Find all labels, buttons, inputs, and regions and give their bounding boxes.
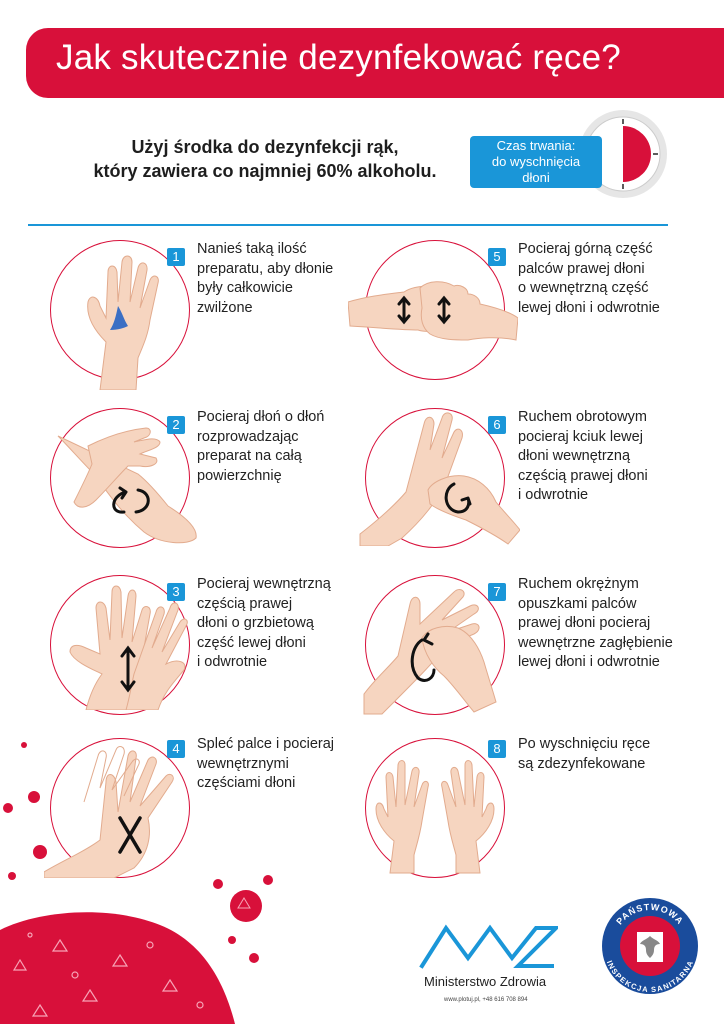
step-5-text: Pocieraj górną część palców prawej dłoni…	[518, 240, 708, 318]
step-2-number: 2	[167, 416, 185, 434]
step-4-number: 4	[167, 740, 185, 758]
step-6-line: pocieraj kciuk lewej	[518, 428, 643, 445]
step-1-line: Nanieś taką ilość	[197, 241, 307, 257]
step-8-illustration	[375, 760, 495, 874]
intro-line-1: Użyj środka do dezynfekcji rąk,	[131, 137, 399, 157]
step-4-line: częściami dłoni	[197, 775, 296, 791]
step-3-illustration	[69, 585, 188, 710]
step-6-line: dłoni wewnętrzną	[518, 448, 631, 464]
step-6-line: częścią prawej dłoni	[518, 467, 648, 484]
title-banner: Jak skutecznie dezynfekować ręce?	[26, 28, 724, 98]
sanitary-inspection-seal: PAŃSTWOWA INSPEKCJA SANITARNA	[602, 898, 698, 994]
page-title: Jak skutecznie dezynfekować ręce?	[56, 38, 621, 77]
step-1-line: były całkowicie	[197, 280, 293, 296]
step-8-line: są zdezynfekowane	[518, 755, 646, 772]
step-1-number: 1	[167, 248, 185, 266]
step-5-line: palców prawej dłoni	[518, 260, 645, 277]
step-3-line: część lewej dłoni	[197, 634, 306, 651]
step-6-text: Ruchem obrotowym pocieraj kciuk lewej dł…	[518, 408, 708, 506]
step-7-line: opuszkami palców	[518, 595, 637, 612]
step-5-number: 5	[488, 248, 506, 266]
intro-line-2: który zawiera co najmniej 60% alkoholu.	[93, 161, 437, 181]
step-6-line: Ruchem obrotowym	[518, 409, 647, 425]
step-6-number: 6	[488, 416, 506, 434]
step-7-line: Ruchem okrężnym	[518, 576, 639, 592]
step-1-illustration	[87, 255, 159, 390]
step-7-line: prawej dłoni pocieraj	[518, 615, 651, 631]
step-5-line: o wewnętrzną część	[518, 280, 649, 296]
ministry-name: Ministerstwo Zdrowia	[424, 974, 547, 989]
step-5-line: Pocieraj górną część	[518, 241, 653, 257]
step-5-line: lewej dłoni i odwrotnie	[518, 299, 660, 316]
step-2-line: preparat na całą	[197, 448, 302, 464]
step-7-text: Ruchem okrężnym opuszkami palców prawej …	[518, 575, 708, 673]
step-4-line: Spleć palce i pocieraj	[197, 736, 335, 752]
step-6-line: i odwrotnie	[518, 487, 589, 503]
step-7-line: wewnętrzne zagłębienie	[518, 634, 673, 651]
step-6-illustration	[359, 412, 520, 546]
step-1-line: zwilżone	[197, 299, 253, 316]
step-3-text: Pocieraj wewnętrzną częścią prawej dłoni…	[197, 575, 357, 673]
step-3-number: 3	[167, 583, 185, 601]
printer-contact: www.plotuj.pl, +48 616 708 894	[444, 997, 528, 1003]
duration-line-2: do wyschnięcia	[491, 154, 581, 169]
intro-text: Użyj środka do dezynfekcji rąk, który za…	[60, 135, 470, 183]
step-4-line: wewnętrznymi	[197, 755, 289, 772]
step-2-line: powierzchnię	[197, 467, 282, 484]
step-4-text: Spleć palce i pocieraj wewnętrznymi częś…	[197, 735, 357, 794]
step-8-line: Po wyschnięciu ręce	[518, 736, 651, 752]
step-1-line: preparatu, aby dłonie	[197, 260, 334, 277]
duration-line-3: dłoni	[522, 170, 550, 185]
step-3-line: dłoni o grzbietową	[197, 615, 314, 631]
duration-line-1: Czas trwania:	[496, 138, 576, 153]
step-7-line: lewej dłoni i odwrotnie	[518, 654, 660, 670]
step-2-text: Pocieraj dłoń o dłoń rozprowadzając prep…	[197, 408, 357, 486]
step-3-line: i odwrotnie	[197, 654, 268, 670]
step-4-illustration	[44, 746, 174, 878]
duration-box: Czas trwania: do wyschnięcia dłoni	[470, 136, 602, 188]
step-2-line: rozprowadzając	[197, 428, 299, 445]
step-3-line: częścią prawej	[197, 595, 293, 612]
step-3-line: Pocieraj wewnętrzną	[197, 576, 331, 592]
ministry-logo-icon	[419, 924, 558, 969]
step-1-text: Nanieś taką ilość preparatu, aby dłonie …	[197, 240, 357, 318]
clock-icon	[579, 110, 667, 198]
step-2-line: Pocieraj dłoń o dłoń	[197, 409, 325, 425]
section-divider	[28, 224, 668, 226]
step-7-number: 7	[488, 583, 506, 601]
step-7-illustration	[363, 589, 497, 715]
step-2-illustration	[57, 427, 197, 544]
step-8-number: 8	[488, 740, 506, 758]
step-8-text: Po wyschnięciu ręce są zdezynfekowane	[518, 735, 708, 774]
step-5-illustration	[348, 281, 518, 341]
